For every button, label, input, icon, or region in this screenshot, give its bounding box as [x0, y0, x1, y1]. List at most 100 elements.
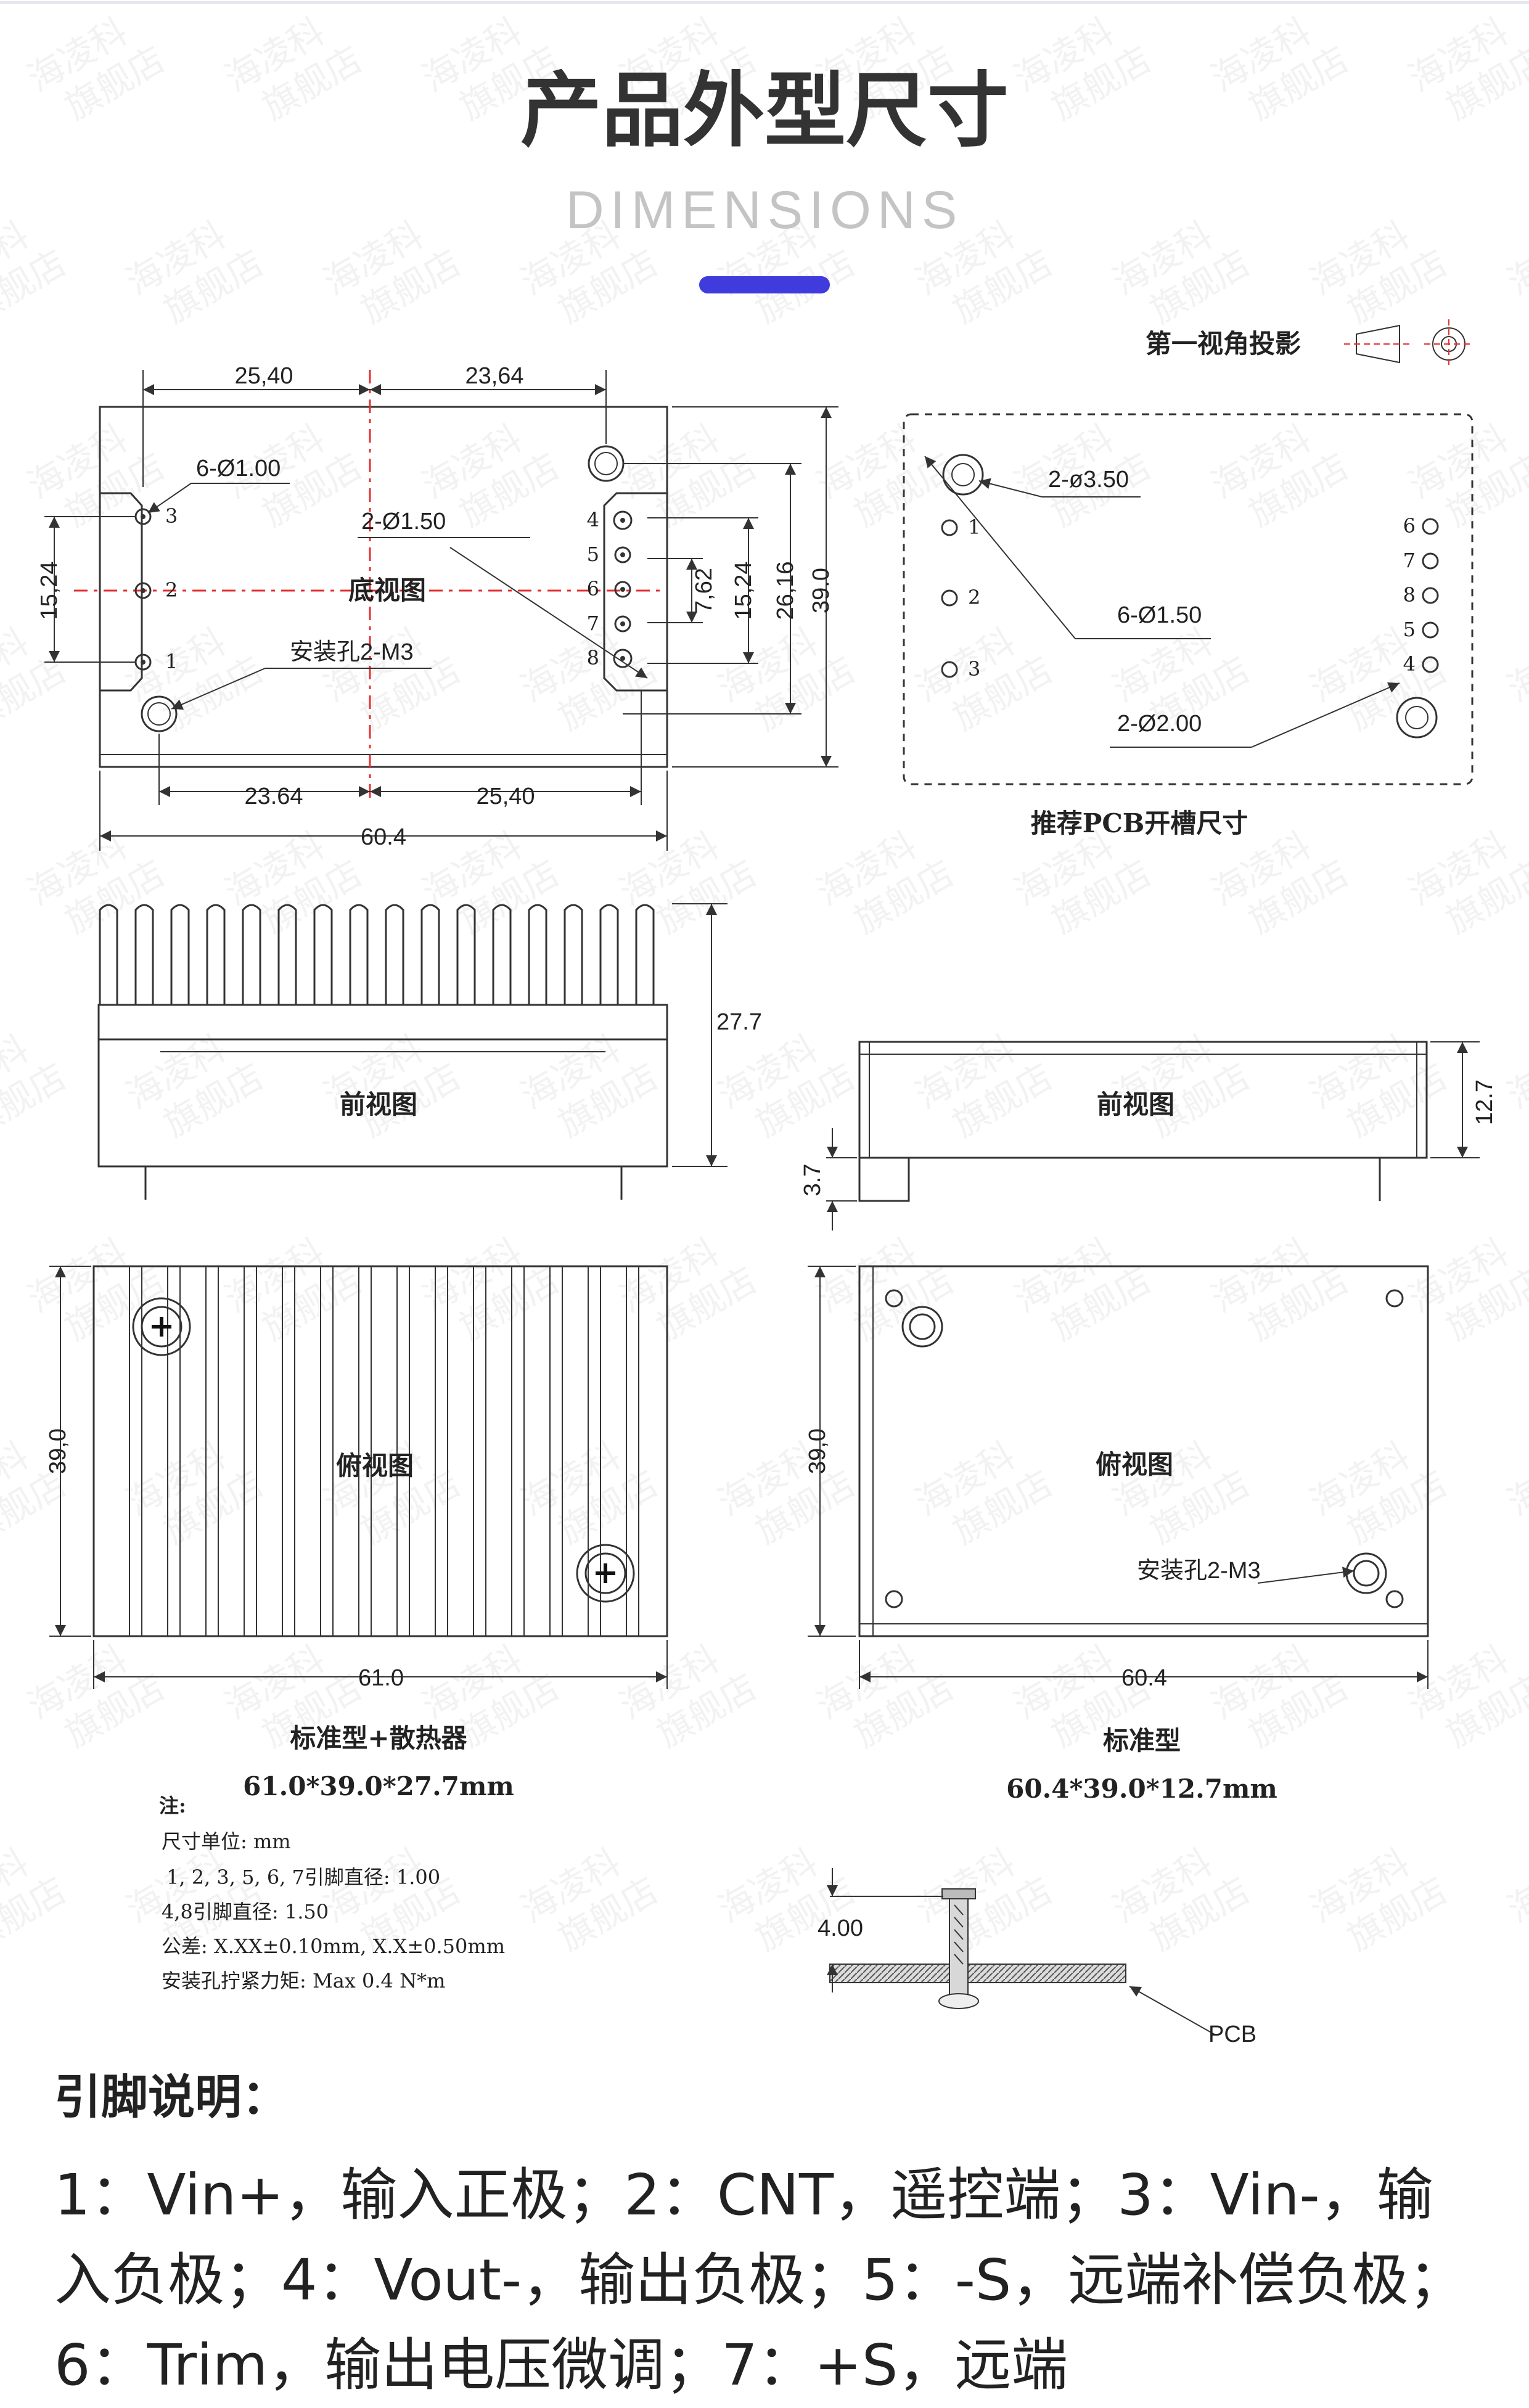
pcb-callout-c: 2-Ø2.00 [1117, 711, 1202, 737]
page-subtitle: DIMENSIONS [566, 181, 964, 240]
pcb-callout-a: 2-ø3.50 [1048, 467, 1129, 493]
std-size: 60.4*39.0*12.7mm [1006, 1774, 1277, 1804]
dim-bottom-left: 23.64 [244, 784, 303, 809]
page-title: 产品外型尺寸 [520, 63, 1009, 158]
pcb-view-label: 推荐PCB开槽尺寸 [1031, 808, 1248, 838]
svg-text:海凌科: 海凌科 [1500, 213, 1529, 303]
bottom-right-pin [613, 649, 633, 668]
top-view-std-label: 俯视图 [1096, 1449, 1173, 1480]
bottom-right-pin-label: 6 [587, 577, 599, 600]
dim-width: 60.4 [361, 824, 406, 850]
watermark-layer: 海凌科旗舰店海凌科旗舰店海凌科旗舰店海凌科旗舰店海凌科旗舰店海凌科旗舰店海凌科旗… [0, 10, 1529, 1959]
pcb-right-pin-label: 5 [1403, 618, 1416, 641]
pcb-cutout-view: 1 2 3 6 7 8 5 4 2-ø3.50 6-Ø1.50 2-Ø2.00 … [903, 413, 1474, 838]
top-view-standard: 俯视图 安装孔2-M3 39,0 60.4 标准型 60.4*39.0*12.7… [805, 1265, 1429, 1804]
bottom-right-pin [614, 546, 631, 563]
pcb-left-pin-label: 2 [968, 586, 980, 609]
bottom-right-pin-label: 4 [587, 508, 599, 531]
bottom-right-pin-label: 7 [587, 612, 599, 635]
top-view-heatsink-label: 俯视图 [336, 1451, 414, 1481]
bottom-right-pin-label: 8 [587, 646, 599, 670]
projection-label: 第一视角投影 [1146, 329, 1301, 359]
pcb-pin-1 [941, 519, 958, 536]
pcb-left-pin-label: 3 [968, 657, 980, 681]
heatsink-caption: 标准型+散热器 [290, 1723, 467, 1753]
pcb-pin-3 [941, 661, 958, 678]
pcb-right-pin-label: 6 [1403, 514, 1416, 538]
top-heatsink-height: 39,0 [45, 1428, 71, 1474]
dim-left-height: 15,24 [36, 561, 62, 620]
svg-text:海凌科: 海凌科 [1500, 620, 1529, 710]
std-caption: 标准型 [1103, 1726, 1181, 1756]
svg-text:海凌科: 海凌科 [1500, 1434, 1529, 1524]
front-heatsink-height: 27.7 [716, 1009, 762, 1035]
bottom-right-pin [614, 615, 631, 633]
bottom-view-label: 底视图 [348, 575, 426, 605]
svg-text:海凌科: 海凌科 [1500, 1841, 1529, 1931]
top-view-heatsink: 俯视图 39,0 61.0 标准型+散热器 61.0*39.0*27.7mm [45, 1265, 668, 1801]
front-view-heatsink-label: 前视图 [340, 1089, 417, 1120]
dim-right-26: 26,16 [773, 561, 798, 620]
pcb-left-pin-label: 1 [968, 515, 980, 539]
pin-description-text: 1：Vin+，输入正极；2：CNT，遥控端；3：Vin-，输入负极；4：Vout… [54, 2162, 1465, 2398]
pcb-right-pin [1422, 552, 1439, 570]
top-std-height: 39,0 [805, 1428, 830, 1474]
dim-top-right: 23,64 [465, 363, 523, 389]
pcb-pin-2 [941, 589, 958, 607]
notes: 注: 尺寸单位: mm 1, 2, 3, 5, 6, 7引脚直径: 1.00 4… [159, 1794, 505, 1992]
front-std-height: 12.7 [1472, 1079, 1498, 1125]
callout-mount: 安装孔2-M3 [290, 639, 414, 665]
bottom-view: 3 2 1 4 5 6 7 8 底视图 6-Ø1.00 2-Ø1.50 安装孔2… [36, 363, 838, 851]
pcb-right-pin-label: 4 [1403, 652, 1416, 676]
notes-line: 安装孔拧紧力矩: Max 0.4 N*m [162, 1969, 445, 1992]
svg-text:海凌科: 海凌科 [1500, 1027, 1529, 1117]
pcb-detail-label: PCB [1208, 2021, 1256, 2047]
front-view-standard: 前视图 12.7 3.7 [800, 1041, 1498, 1231]
callout-pin-dia2: 2-Ø1.50 [361, 509, 446, 534]
front-view-heatsink: 前视图 27.7 [97, 903, 762, 1200]
bottom-left-pin-label: 3 [165, 504, 178, 528]
projection-symbol-icon [1344, 319, 1474, 369]
pcb-right-pin-label: 8 [1403, 583, 1416, 607]
